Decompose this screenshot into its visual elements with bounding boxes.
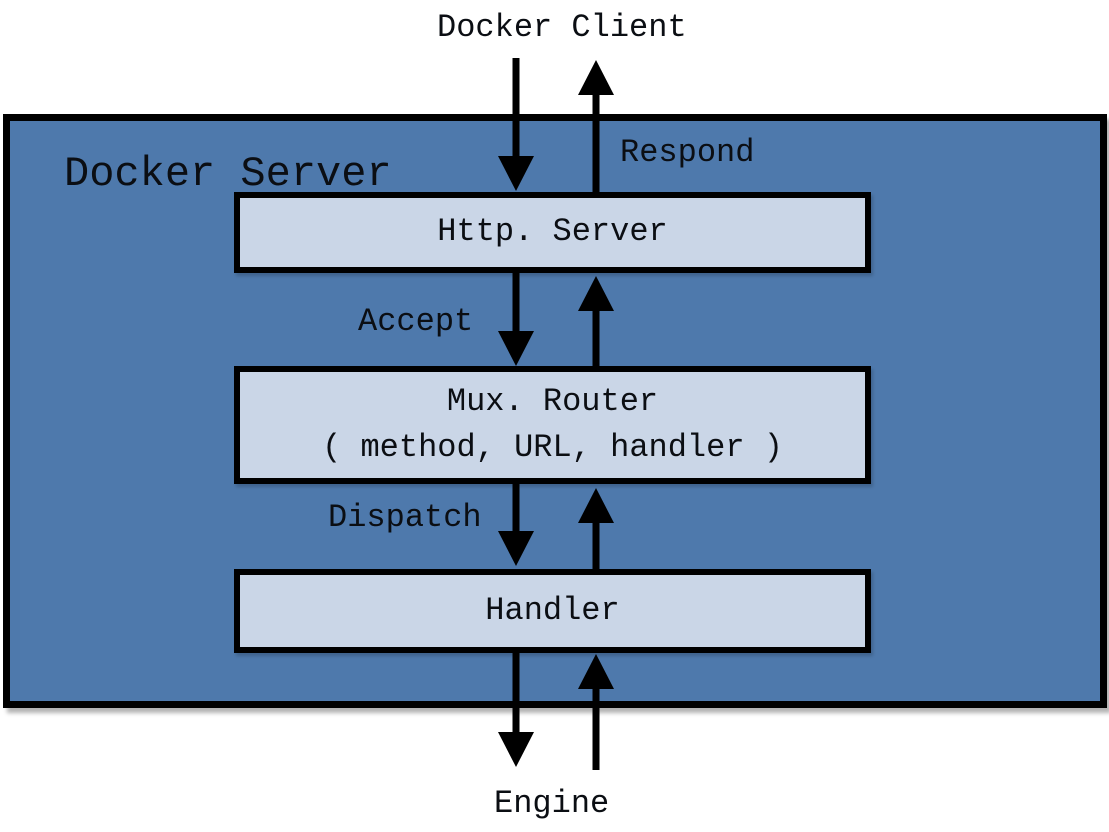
edge-label-accept: Accept [358, 303, 474, 340]
edge-label-respond: Respond [620, 134, 755, 171]
edge-label-dispatch: Dispatch [328, 499, 482, 536]
node-handler: Handler [234, 569, 871, 653]
node-mux-router-label-line1: Mux. Router [446, 382, 659, 420]
node-handler-label: Handler [485, 591, 620, 629]
docker-server-label: Docker Server [64, 150, 392, 198]
docker-client-label: Docker Client [437, 9, 687, 46]
engine-label: Engine [494, 785, 610, 822]
node-http-server: Http. Server [234, 192, 871, 273]
node-mux-router-label-line2: ( method, URL, handler ) [322, 428, 783, 466]
node-mux-router: Mux. Router ( method, URL, handler ) [234, 366, 871, 484]
node-http-server-label: Http. Server [437, 213, 668, 251]
